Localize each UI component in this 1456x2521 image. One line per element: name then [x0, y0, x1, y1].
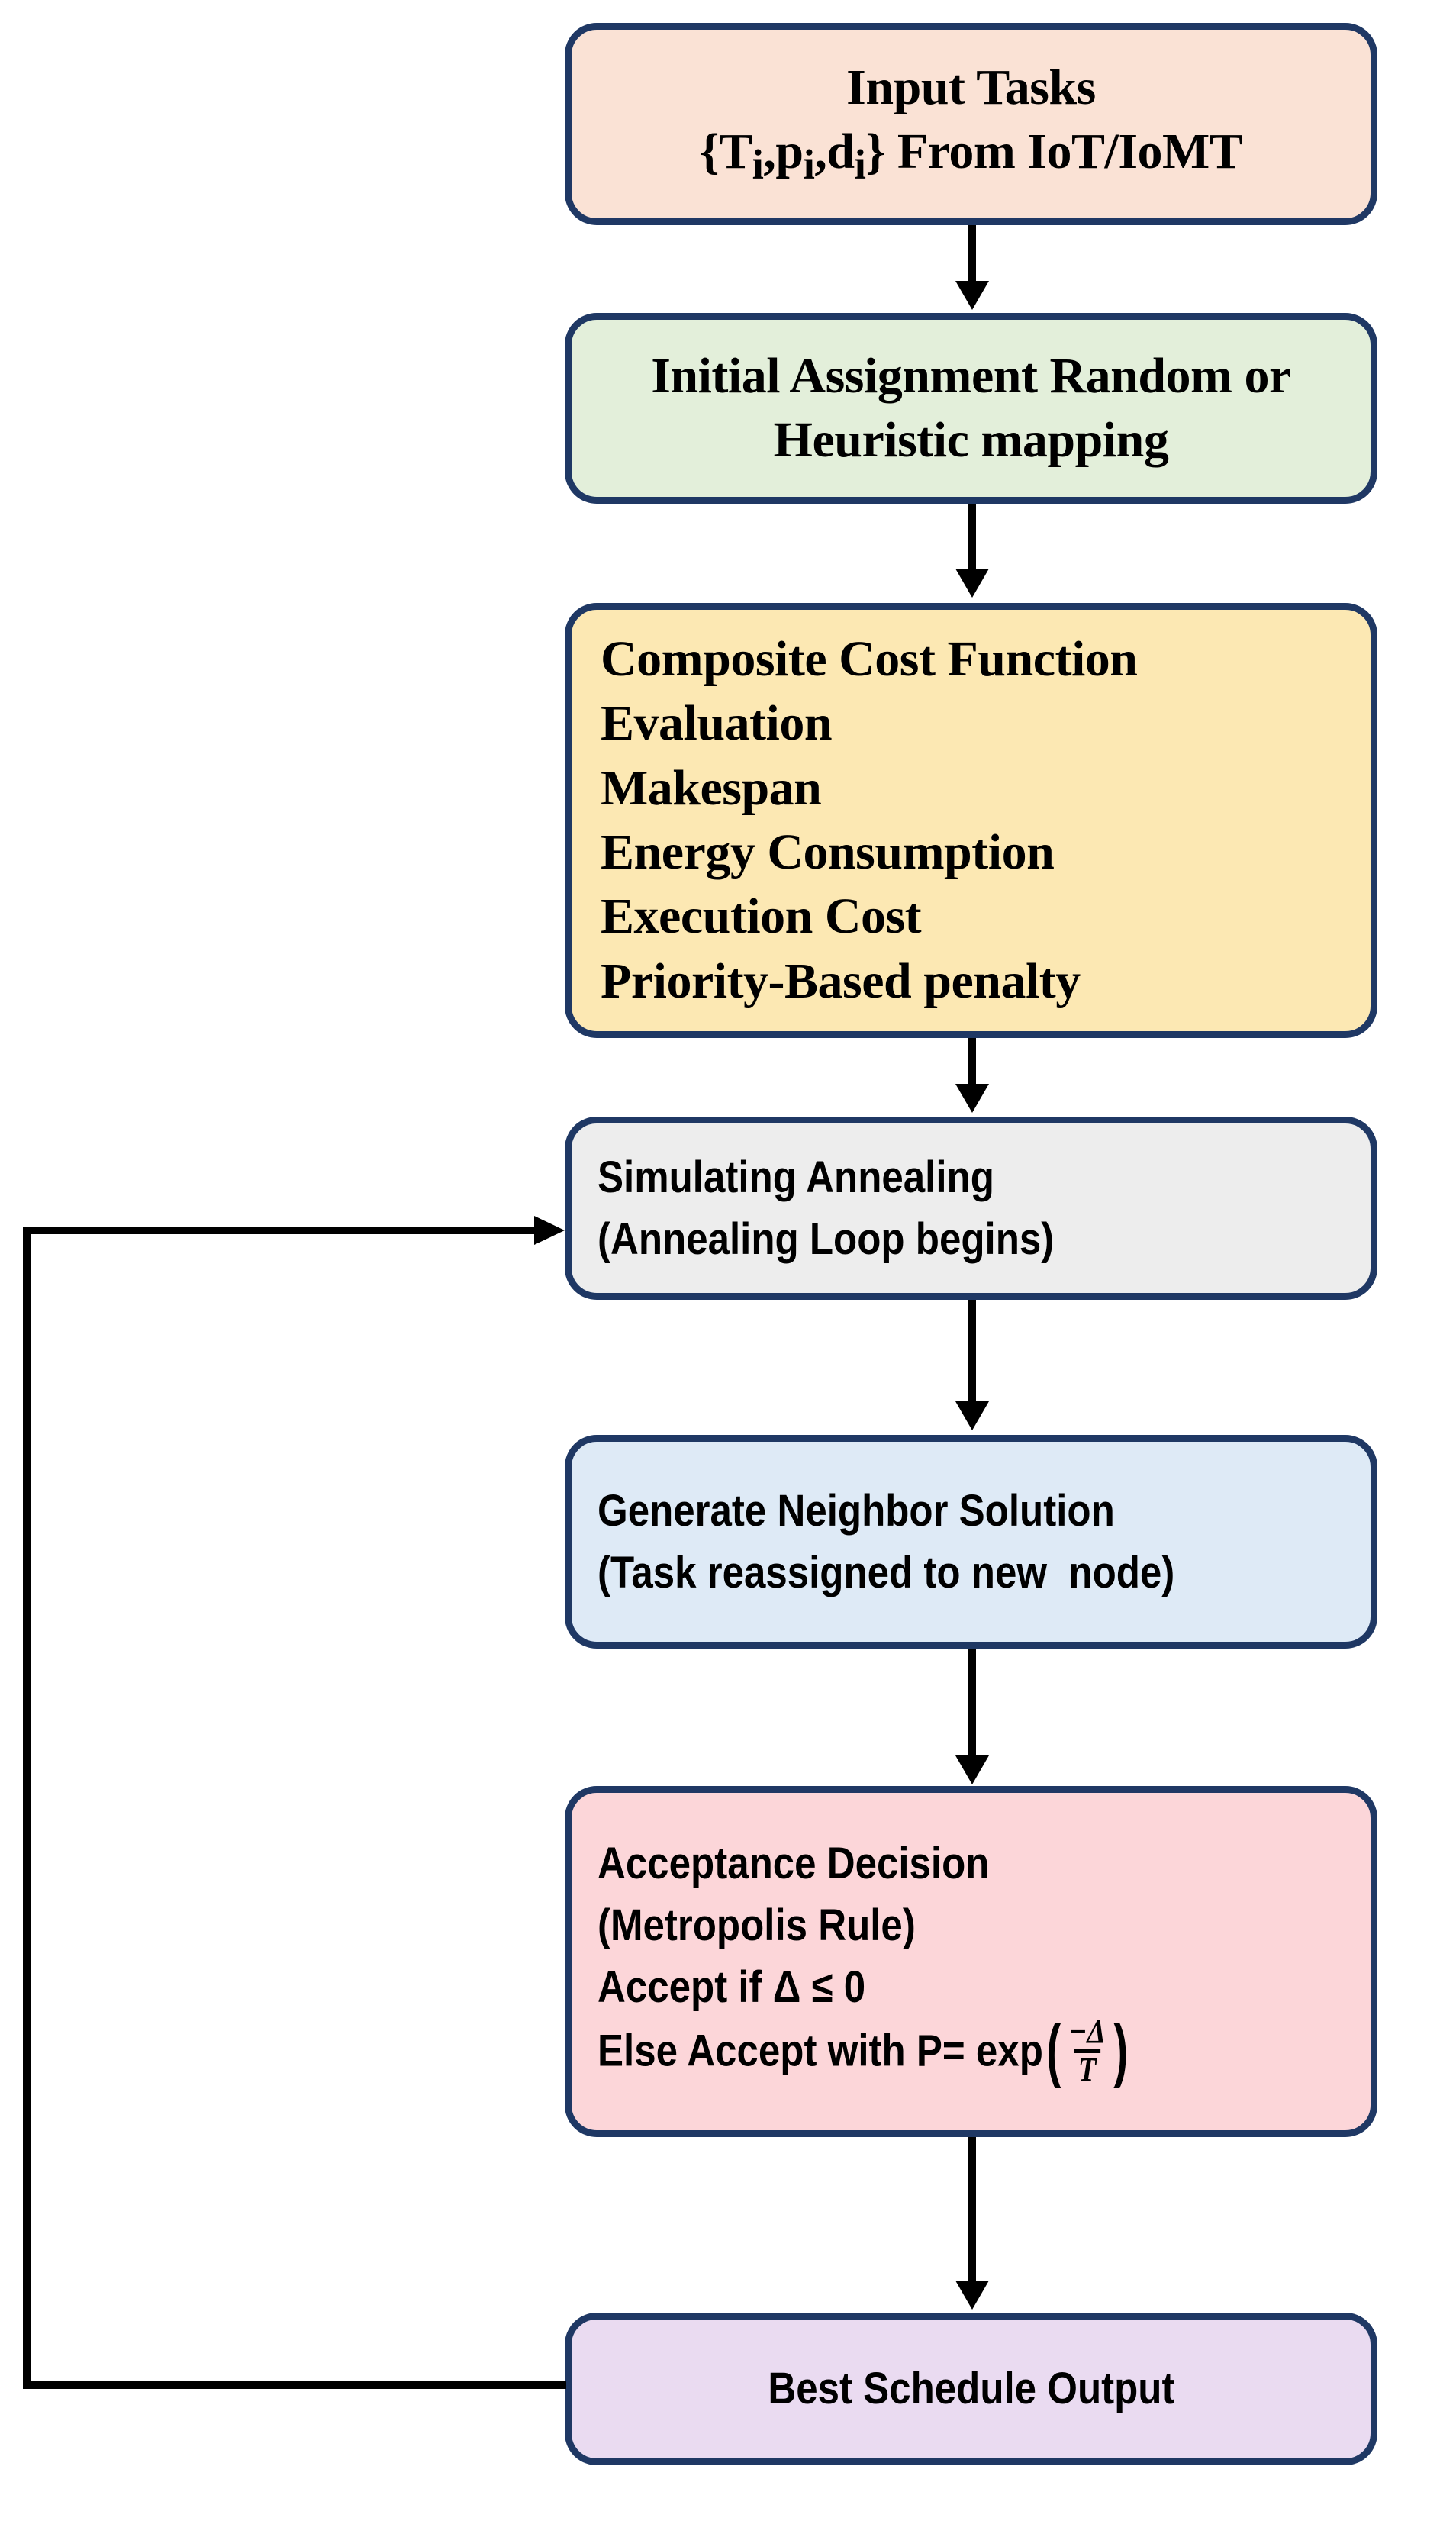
arrow-acceptance-to-best-shaft: [968, 2137, 976, 2282]
arrow-input-to-initial-shaft: [968, 225, 976, 288]
arrow-neighbor-to-acceptance-head: [955, 1755, 989, 1784]
acceptance-formula-prefix: Else Accept with P= exp: [598, 2026, 1043, 2077]
node-initial-assignment[interactable]: Initial Assignment Random or Heuristic m…: [565, 313, 1377, 504]
node-composite-cost-function[interactable]: Composite Cost Function Evaluation Makes…: [565, 603, 1377, 1038]
node-cost-line-2: Evaluation: [601, 695, 833, 752]
acceptance-fraction-denominator: T: [1074, 2049, 1100, 2087]
arrow-initial-to-cost-head: [955, 569, 989, 598]
node-cost-line-1: Composite Cost Function: [601, 630, 1138, 687]
acceptance-fraction-numerator: −Δ: [1068, 2013, 1106, 2051]
node-neighbor-line-1: Generate Neighbor Solution: [598, 1485, 1115, 1536]
node-best-schedule-output[interactable]: Best Schedule Output: [565, 2313, 1377, 2465]
node-initial-assignment-line-1: Initial Assignment Random or: [651, 347, 1291, 404]
arrow-annealing-to-neighbor-head: [955, 1401, 989, 1430]
feedback-loop-left-segment: [23, 1227, 31, 2387]
node-input-tasks[interactable]: Input Tasks {Ti,pi,di} From IoT/IoMT: [565, 23, 1377, 225]
node-best-line-1: Best Schedule Output: [767, 2364, 1175, 2414]
node-acceptance-decision[interactable]: Acceptance Decision (Metropolis Rule) Ac…: [565, 1786, 1377, 2137]
input-formula-prefix: {T: [699, 124, 753, 180]
node-cost-line-4: Energy Consumption: [601, 824, 1055, 880]
input-formula-suffix: } From IoT/IoMT: [865, 124, 1243, 180]
input-formula-sub-2: i: [803, 141, 815, 189]
node-acceptance-line-2: (Metropolis Rule): [598, 1900, 916, 1951]
input-formula-sub-3: i: [854, 141, 866, 189]
node-cost-line-6: Priority-Based penalty: [601, 953, 1081, 1009]
node-neighbor-line-2: (Task reassigned to new node): [598, 1548, 1175, 1597]
arrow-cost-to-annealing-head: [955, 1084, 989, 1113]
feedback-loop-bottom-segment: [23, 2381, 566, 2389]
node-generate-neighbor-solution[interactable]: Generate Neighbor Solution (Task reassig…: [565, 1435, 1377, 1649]
node-annealing-line-2: (Annealing Loop begins): [598, 1214, 1055, 1264]
node-initial-assignment-line-2: Heuristic mapping: [773, 412, 1169, 468]
node-acceptance-line-1: Acceptance Decision: [598, 1838, 990, 1888]
feedback-loop-arrow-head: [534, 1216, 565, 1245]
input-formula-mid-1: ,p: [763, 124, 804, 180]
node-acceptance-line-3: Accept if Δ ≤ 0: [598, 1962, 866, 2013]
arrow-acceptance-to-best-head: [955, 2281, 989, 2310]
node-annealing-line-1: Simulating Annealing: [598, 1152, 994, 1202]
input-formula-sub-1: i: [752, 141, 764, 189]
node-input-tasks-line-2: {Ti,pi,di} From IoT/IoMT: [700, 120, 1243, 192]
input-formula-mid-2: ,d: [814, 124, 855, 180]
node-cost-line-3: Makespan: [601, 759, 822, 816]
node-input-tasks-line-1: Input Tasks: [846, 59, 1096, 115]
arrow-input-to-initial-head: [955, 281, 989, 310]
arrow-neighbor-to-acceptance-shaft: [968, 1649, 976, 1757]
feedback-loop-top-segment: [23, 1227, 536, 1234]
arrow-cost-to-annealing-shaft: [968, 1038, 976, 1085]
arrow-initial-to-cost-shaft: [968, 504, 976, 571]
node-simulating-annealing[interactable]: Simulating Annealing (Annealing Loop beg…: [565, 1117, 1377, 1300]
node-cost-line-5: Execution Cost: [601, 888, 922, 945]
arrow-annealing-to-neighbor-shaft: [968, 1300, 976, 1403]
